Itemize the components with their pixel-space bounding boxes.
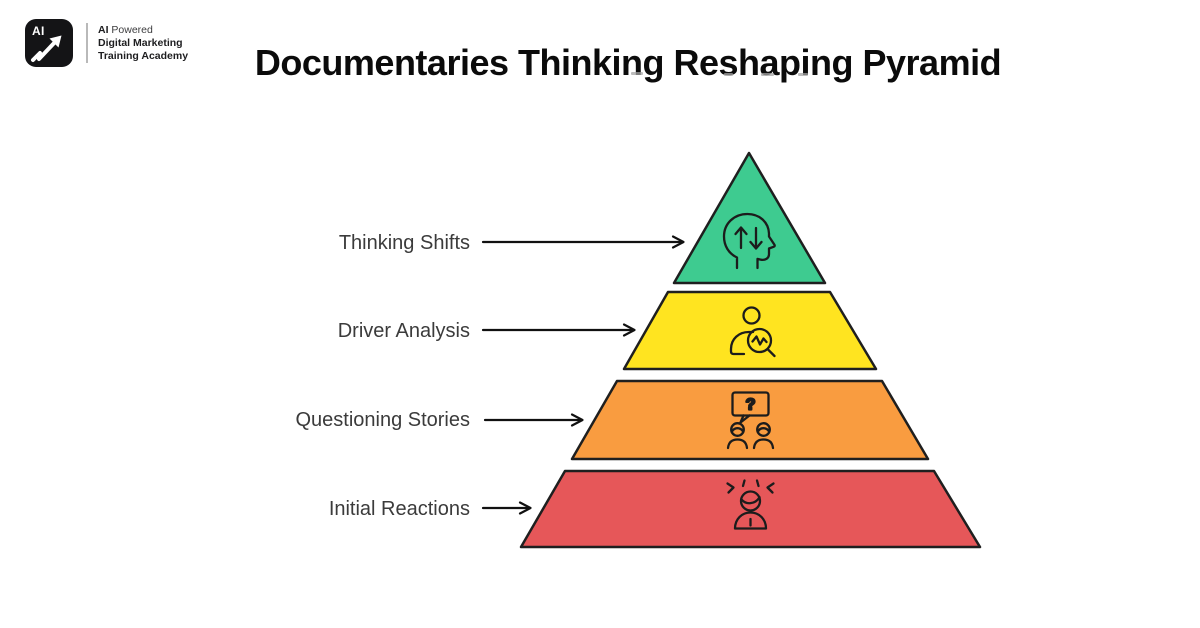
- brand-divider: [86, 23, 88, 63]
- tier-driver-analysis: [622, 290, 878, 371]
- label-initial-reactions: Initial Reactions: [328, 498, 470, 520]
- brand-text: AI Powered Digital Marketing Training Ac…: [98, 24, 188, 63]
- page-title: Documentaries Thinking Reshaping Pyramid: [254, 42, 1002, 84]
- stressed-person-icon: [726, 479, 775, 530]
- brand-badge-ai-text: AI: [32, 24, 45, 38]
- label-questioning-stories: Questioning Stories: [295, 409, 470, 431]
- brand-line3: Training Academy: [98, 49, 189, 62]
- brand-line1-bold: AI: [98, 23, 109, 36]
- tier-initial-reactions: [519, 469, 982, 549]
- artifact-dash: [761, 73, 774, 76]
- person-magnifier-icon: [729, 306, 776, 358]
- artifact-dash: [798, 73, 808, 76]
- head-with-arrows-icon: [722, 212, 776, 270]
- growth-arrow-icon: [31, 35, 62, 62]
- tier-questioning-stories: [570, 379, 930, 461]
- tier-thinking-shifts: [672, 151, 827, 285]
- artifact-dash: [631, 72, 643, 75]
- brand-logo: AI AI Powered Digital Marketing Training…: [25, 19, 188, 67]
- question-mark-glyph: ?: [746, 397, 756, 414]
- artifact-dash: [724, 73, 733, 76]
- brand-line1: AI Powered: [98, 24, 188, 37]
- brand-line1-rest: Powered: [108, 23, 153, 36]
- label-thinking-shifts: Thinking Shifts: [338, 232, 470, 254]
- question-bubble-people-icon: ?: [726, 391, 775, 450]
- brand-badge: AI: [25, 19, 73, 67]
- label-driver-analysis: Driver Analysis: [337, 320, 470, 342]
- brand-line2: Digital Marketing: [98, 36, 183, 49]
